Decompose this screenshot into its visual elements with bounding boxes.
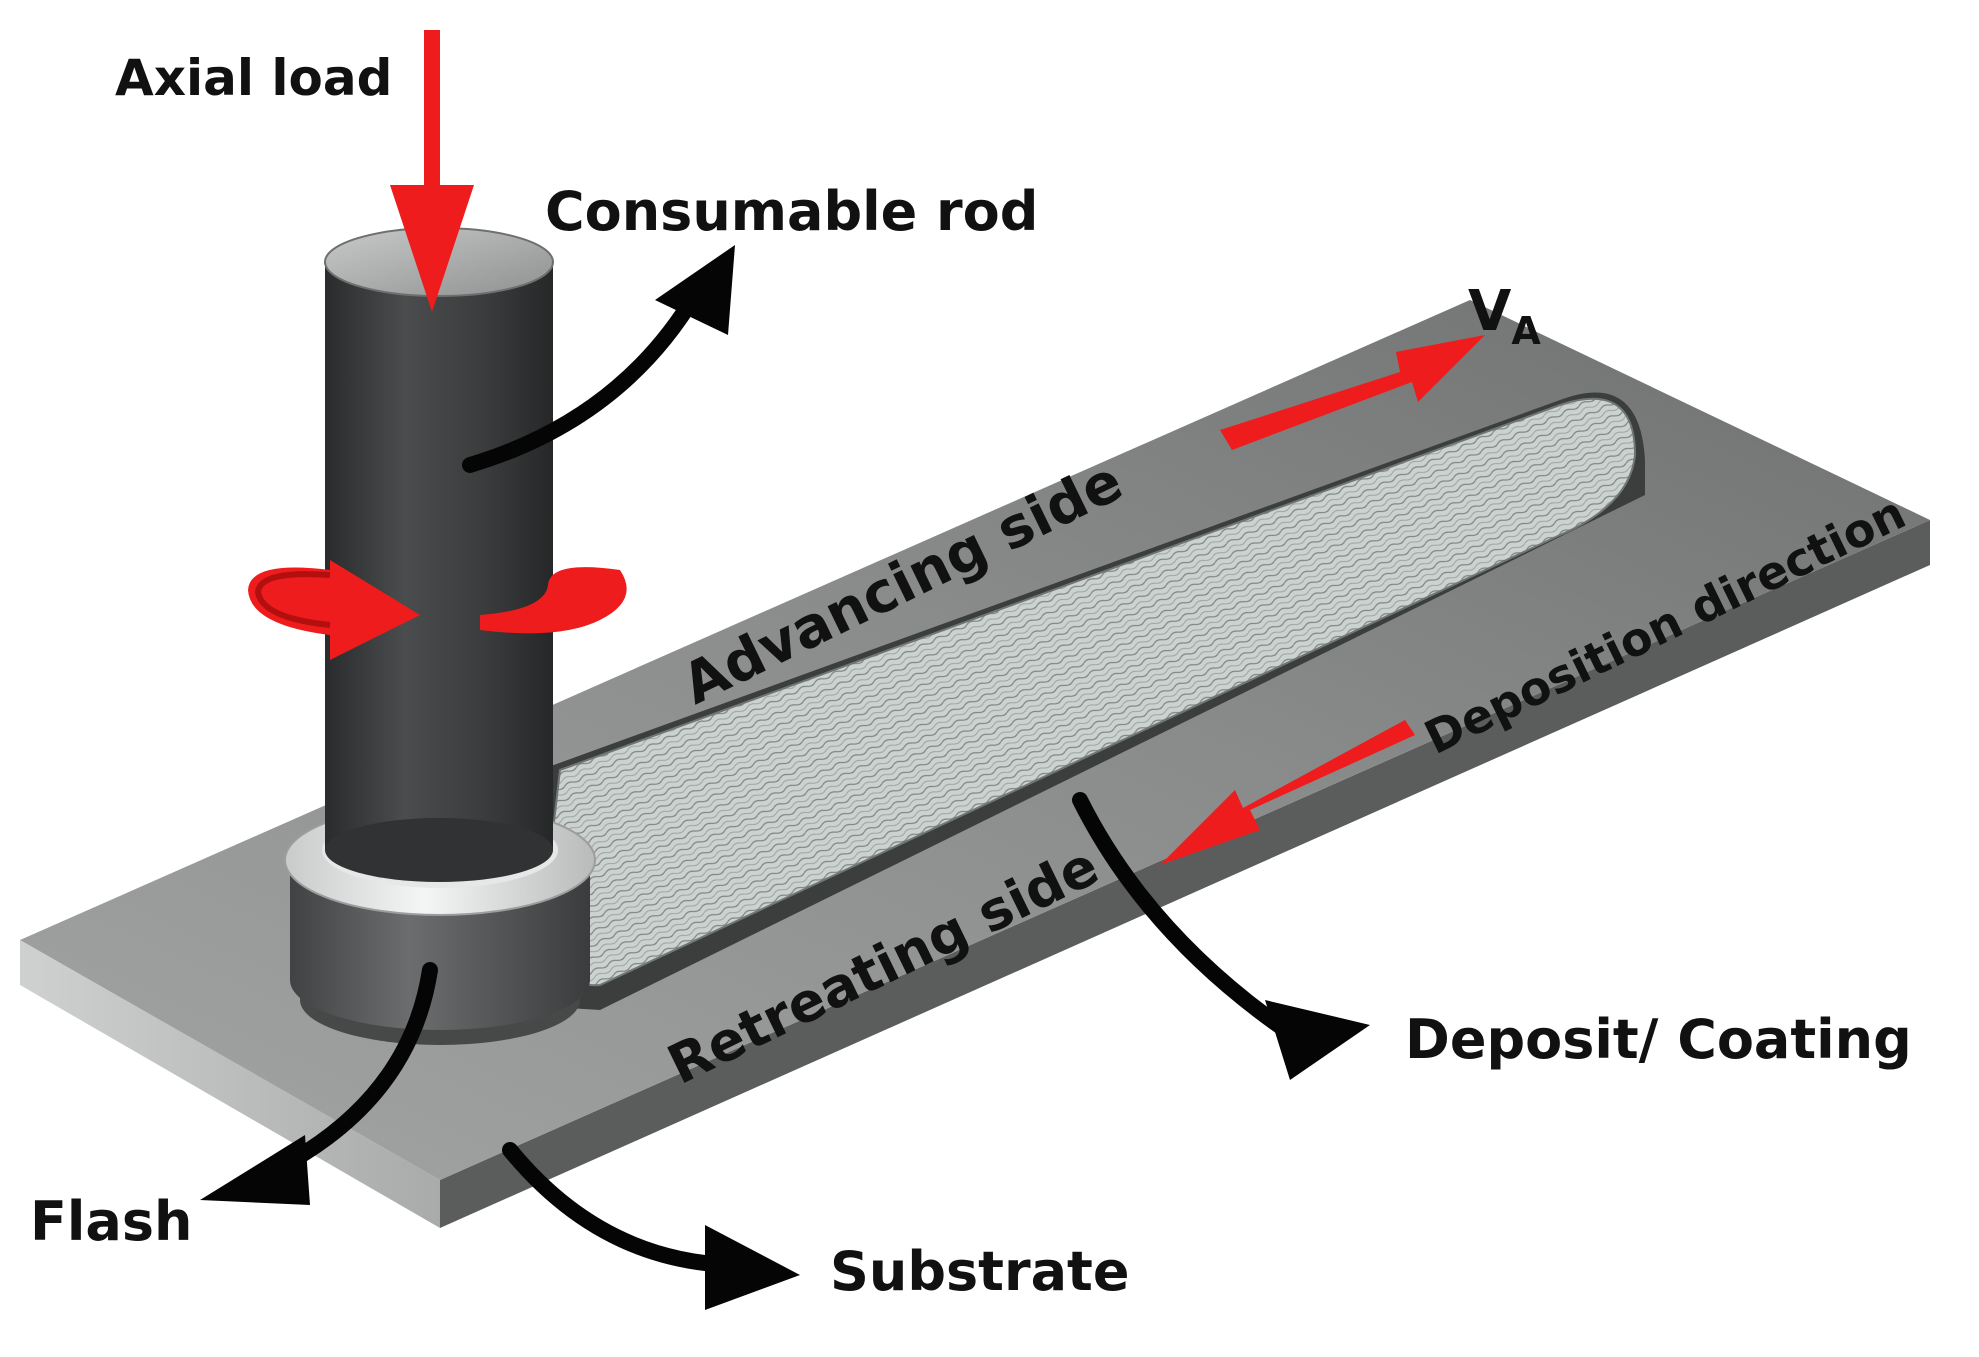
- label-axial-load: Axial load: [115, 49, 392, 107]
- axial-load-arrow: [390, 30, 474, 312]
- label-consumable-rod: Consumable rod: [545, 180, 1038, 243]
- pointer-substrate: [502, 1142, 800, 1310]
- rotation-arrow: [248, 560, 627, 660]
- consumable-rod-body: [325, 260, 553, 850]
- consumable-rod-assembly: [284, 227, 596, 1045]
- label-velocity: VA: [1468, 279, 1541, 353]
- rotation-arrow-left: [248, 560, 420, 660]
- label-flash: Flash: [30, 1190, 192, 1253]
- label-deposit-coating: Deposit/ Coating: [1405, 1008, 1912, 1071]
- label-velocity-sub: A: [1511, 309, 1541, 353]
- rotation-arrow-left-band: [254, 571, 331, 628]
- advance-velocity-arrow: [1220, 335, 1485, 450]
- substrate-right-side: [440, 520, 1930, 1228]
- substrate-front-face: [20, 940, 440, 1228]
- rotation-arrow-right: [480, 567, 627, 634]
- deposition-direction-arrow: [1160, 720, 1415, 865]
- label-velocity-main: V: [1468, 279, 1512, 344]
- rod-collar: [290, 870, 590, 1030]
- pointer-deposit-coating: [1072, 792, 1370, 1080]
- pointer-flash: [200, 962, 438, 1205]
- rod-bottom-edge: [325, 818, 553, 882]
- pointer-consumable-rod: [462, 245, 735, 473]
- label-substrate: Substrate: [830, 1240, 1129, 1303]
